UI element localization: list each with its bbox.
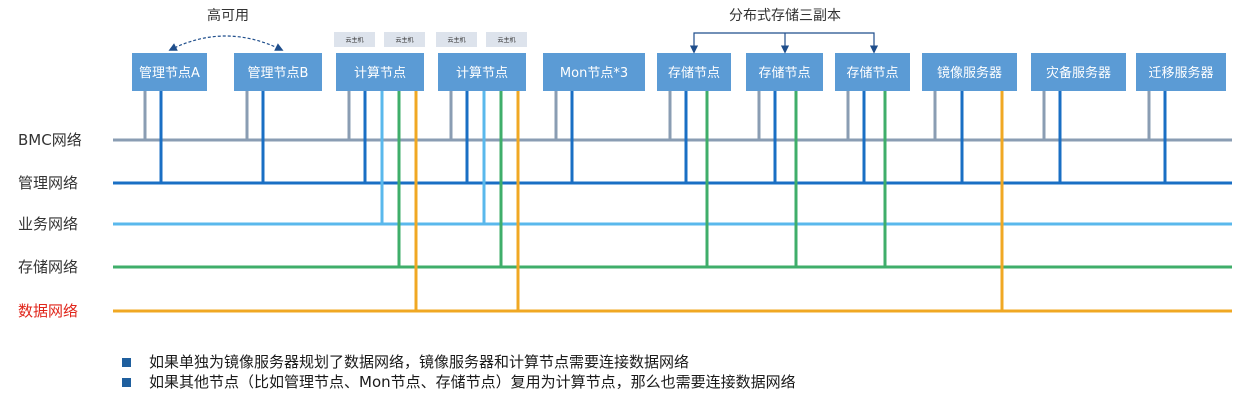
node-rect [922,53,1017,91]
node-rect [543,53,645,91]
note-item: 如果其他节点（比如管理节点、Mon节点、存储节点）复用为计算节点，那么也需要连接… [122,372,796,392]
node-label: 计算节点 [354,66,406,81]
vm-rect [334,32,375,47]
node-box: 镜像服务器 [922,53,1017,91]
node-label: 灾备服务器 [1046,65,1111,81]
vm-rect [384,32,425,47]
node-label: 管理节点A [139,66,200,81]
network-label-mgmt: 管理网络 [18,174,78,192]
ha-label: 高可用 [207,7,249,24]
square-bullet-icon [122,377,131,387]
network-label-data: 数据网络 [18,302,78,320]
network-label-storage: 存储网络 [18,258,78,276]
node-rect [1031,53,1126,91]
node-rect [657,53,731,91]
node-label: 存储节点 [668,66,720,81]
node-box: 存储节点 [657,53,731,91]
network-lines [113,138,1232,313]
node-rect [438,53,526,91]
network-topology-diagram: 管理节点A 管理节点B 计算节点 计算节点 Mon节点*3 存储节点 存储节点 存储节点 镜像服… [18,7,1232,320]
node-rect [1136,53,1226,91]
ha-annotation: 高可用 [168,7,284,51]
node-box: 存储节点 [835,53,910,91]
node-box: 计算节点 [336,53,424,91]
replica-bracket [693,32,879,54]
node-label: 镜像服务器 [937,65,1002,81]
node-box: Mon节点*3 [543,53,645,91]
node-box: 迁移服务器 [1136,53,1226,91]
node-box: 计算节点 [438,53,526,91]
storage-replica-annotation: 分布式存储三副本 [689,8,879,54]
vm-label: 云主机 [395,36,413,44]
node-rect [835,53,910,91]
node-label: Mon节点*3 [560,66,628,81]
nodes: 管理节点A 管理节点B 计算节点 计算节点 Mon节点*3 存储节点 存储节点 存储节点 镜像服… [132,53,1226,91]
vm-label: 云主机 [497,36,515,44]
node-label: 计算节点 [456,66,508,81]
node-box: 存储节点 [746,53,823,91]
node-rect [336,53,424,91]
vm-tag: 云主机 [436,32,477,47]
vm-tag: 云主机 [334,32,375,47]
network-label-bmc: BMC网络 [18,131,82,149]
node-label: 存储节点 [846,66,898,81]
storage-replica-label: 分布式存储三副本 [729,8,841,24]
vm-tag: 云主机 [486,32,527,47]
vm-label: 云主机 [447,36,465,44]
vm-tag: 云主机 [384,32,425,47]
note-item: 如果单独为镜像服务器规划了数据网络，镜像服务器和计算节点需要连接数据网络 [122,352,796,372]
node-box: 灾备服务器 [1031,53,1126,91]
node-box: 管理节点A [132,53,207,91]
node-rect [234,53,322,91]
node-label: 管理节点B [248,66,309,81]
square-bullet-icon [122,357,131,367]
notes-list: 如果单独为镜像服务器规划了数据网络，镜像服务器和计算节点需要连接数据网络 如果其… [122,352,796,392]
ha-arc-arrow [168,35,284,51]
vm-label: 云主机 [345,36,363,44]
note-text: 如果其他节点（比如管理节点、Mon节点、存储节点）复用为计算节点，那么也需要连接… [149,373,796,391]
node-label: 迁移服务器 [1148,65,1213,81]
node-rect [746,53,823,91]
note-text: 如果单独为镜像服务器规划了数据网络，镜像服务器和计算节点需要连接数据网络 [149,353,690,371]
node-box: 管理节点B [234,53,322,91]
node-label: 存储节点 [758,66,810,81]
vm-rect [486,32,527,47]
network-label-biz: 业务网络 [18,215,78,233]
node-rect [132,53,207,91]
vm-tags: 云主机 云主机 云主机 云主机 [334,32,527,47]
vm-rect [436,32,477,47]
node-connectors [143,91,1167,312]
